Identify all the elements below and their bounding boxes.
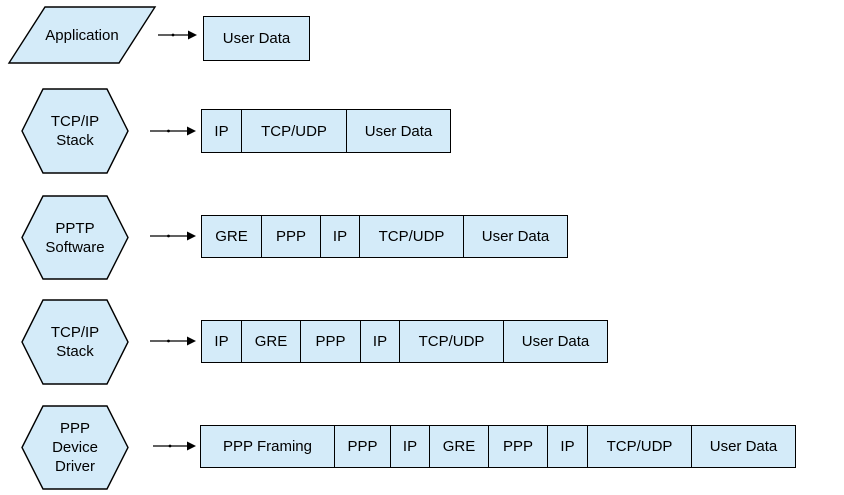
- packet-cell-user-data: User Data: [691, 425, 796, 468]
- packet-cell-ppp-framing: PPP Framing: [200, 425, 335, 468]
- stage-shape-tcp-ip-stack: [21, 299, 129, 385]
- packet-cell-user-data: User Data: [203, 16, 310, 61]
- arrow-right-icon: [150, 231, 196, 241]
- arrow-right-icon: [150, 336, 196, 346]
- packet-cell-ip: IP: [360, 320, 400, 363]
- stage-shape-pptp-software: [21, 195, 129, 280]
- packet-cell-tcp-udp: TCP/UDP: [587, 425, 692, 468]
- stage-shape-application: [7, 6, 157, 64]
- packet-cell-ip: IP: [201, 320, 242, 363]
- packet-cell-ip: IP: [201, 109, 242, 153]
- packet-cell-tcp-udp: TCP/UDP: [399, 320, 504, 363]
- packet-cell-user-data: User Data: [503, 320, 608, 363]
- stage-shape-ppp-device-driver: [21, 405, 129, 490]
- arrow-right-icon: [150, 126, 196, 136]
- packet-cell-ppp: PPP: [488, 425, 548, 468]
- packet-cell-ip: IP: [390, 425, 430, 468]
- packet-cell-ip: IP: [320, 215, 360, 258]
- arrow-right-icon: [153, 441, 196, 451]
- stage-shape-tcp-ip-stack: [21, 88, 129, 174]
- packet-cell-ppp: PPP: [334, 425, 391, 468]
- packet-cell-gre: GRE: [241, 320, 301, 363]
- packet-cell-user-data: User Data: [346, 109, 451, 153]
- packet-cell-gre: GRE: [429, 425, 489, 468]
- packet-cell-ppp: PPP: [261, 215, 321, 258]
- packet-cell-ip: IP: [547, 425, 588, 468]
- packet-cell-tcp-udp: TCP/UDP: [241, 109, 347, 153]
- packet-cell-user-data: User Data: [463, 215, 568, 258]
- packet-cell-gre: GRE: [201, 215, 262, 258]
- packet-cell-tcp-udp: TCP/UDP: [359, 215, 464, 258]
- encapsulation-bar: User Data: [203, 16, 310, 61]
- packet-cell-ppp: PPP: [300, 320, 361, 363]
- arrow-right-icon: [158, 30, 197, 40]
